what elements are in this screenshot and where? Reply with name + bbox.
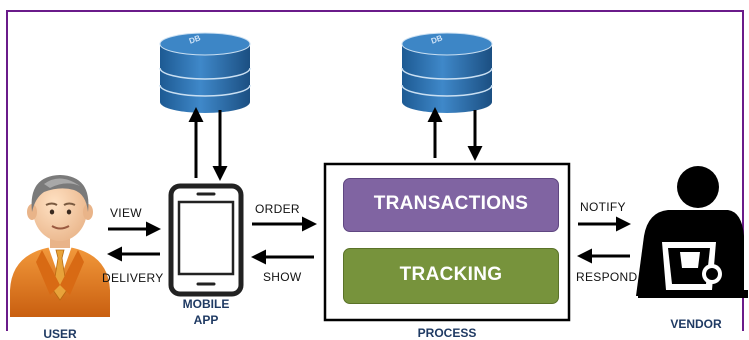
view-label: VIEW	[110, 206, 142, 220]
database-icon-app	[159, 32, 251, 113]
vendor-caption: VENDOR	[670, 317, 722, 331]
show-label: SHOW	[263, 270, 302, 284]
order-label: ORDER	[255, 202, 300, 216]
mobile-app-caption-line1: MOBILE	[182, 297, 230, 311]
tracking-box: TRACKING	[343, 248, 559, 304]
mobile-app-caption: MOBILE APP	[176, 296, 236, 328]
transactions-label: TRANSACTIONS	[373, 193, 529, 214]
mobile-app-caption-line2: APP	[193, 313, 219, 327]
mobile-phone-icon	[168, 183, 244, 297]
user-person-icon	[10, 175, 110, 317]
transactions-box: TRANSACTIONS	[343, 178, 559, 232]
tracking-label: TRACKING	[399, 264, 503, 285]
database-icon-process	[401, 32, 493, 113]
delivery-label: DELIVERY	[102, 271, 164, 285]
vendor-person-icon	[636, 166, 748, 298]
respond-label: RESPOND	[576, 270, 638, 284]
process-caption: PROCESS	[417, 326, 477, 340]
notify-label: NOTIFY	[580, 200, 626, 214]
user-caption: USER	[43, 327, 77, 340]
frame-border	[6, 10, 744, 331]
